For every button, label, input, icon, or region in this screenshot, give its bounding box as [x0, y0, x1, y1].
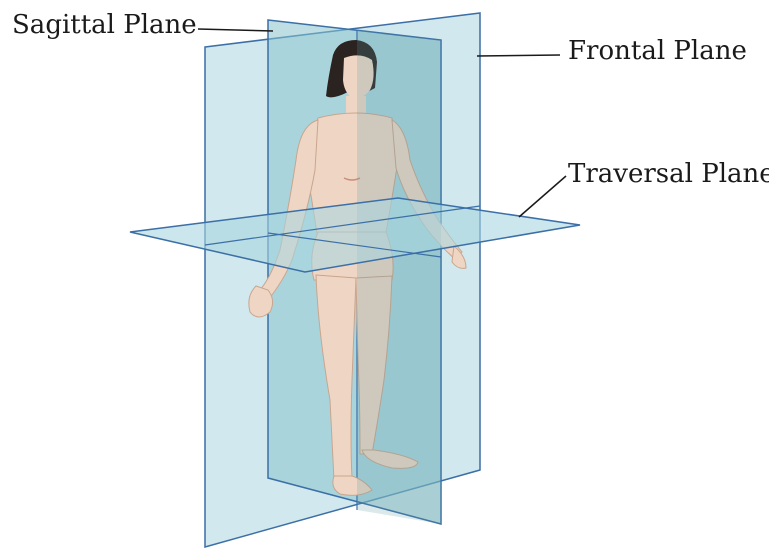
frontal-plane-label: Frontal Plane [568, 38, 747, 64]
frontal-leader-line [477, 55, 560, 56]
sagittal-plane-label: Sagittal Plane [12, 12, 197, 38]
sagittal-leader-line [198, 29, 273, 31]
hand-left [249, 286, 273, 317]
sagittal-shadow-overlay [357, 30, 441, 524]
traversal-plane-label: Traversal Plane [568, 161, 769, 187]
traversal-leader-line [519, 176, 566, 217]
traversal-plane [130, 198, 580, 272]
